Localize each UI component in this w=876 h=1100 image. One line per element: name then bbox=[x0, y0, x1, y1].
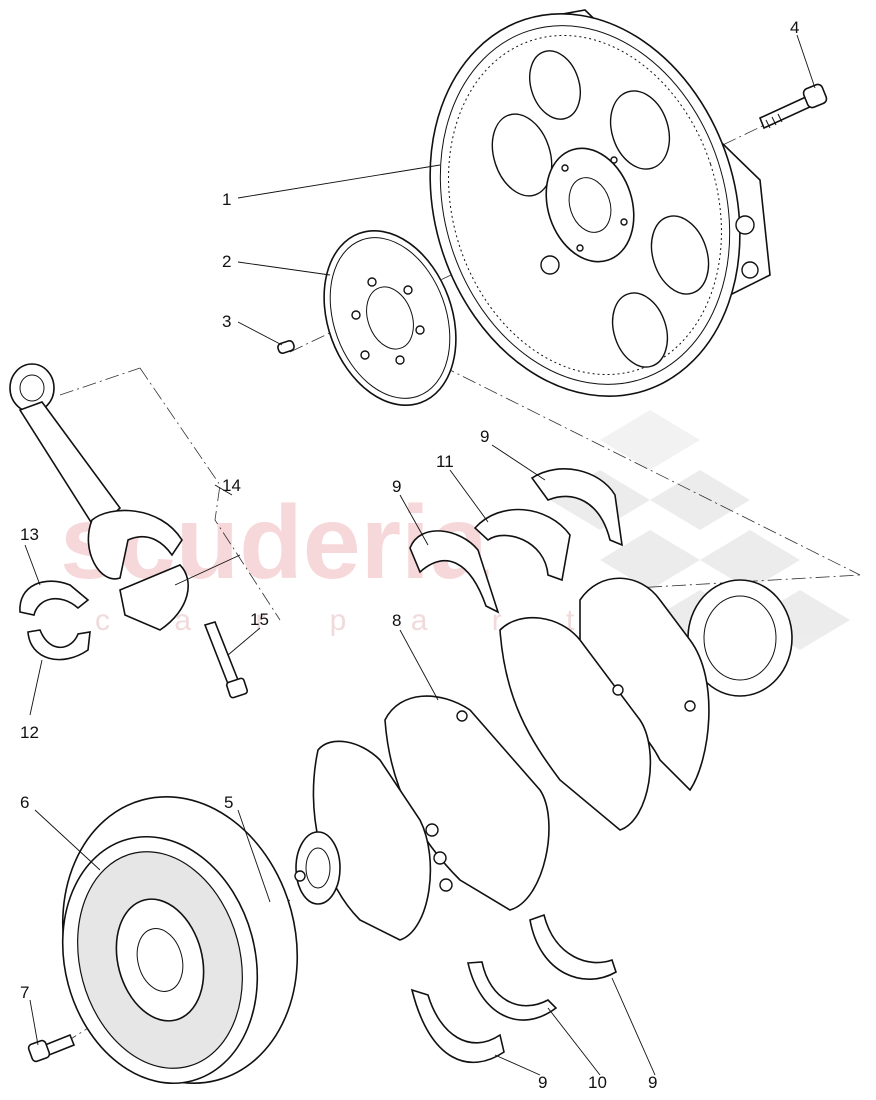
lower-main-bearings bbox=[410, 913, 617, 1064]
callout-3: 3 bbox=[222, 312, 231, 331]
callout-4: 4 bbox=[790, 18, 799, 37]
callout-7: 7 bbox=[20, 983, 29, 1002]
callout-labels: 1 2 3 4 5 6 7 8 9 9 9 9 10 11 12 13 14 1… bbox=[20, 18, 799, 1092]
callout-14: 14 bbox=[222, 476, 241, 495]
callout-6: 6 bbox=[20, 793, 29, 812]
rod-bolt bbox=[203, 621, 249, 699]
callout-9-lower-left: 9 bbox=[538, 1073, 547, 1092]
rod-bearing-shells bbox=[19, 580, 91, 661]
flywheel-bolt bbox=[758, 83, 828, 130]
connecting-rod bbox=[9, 363, 189, 631]
leader-lines bbox=[24, 34, 816, 1076]
watermark-checker bbox=[550, 410, 850, 650]
callout-8: 8 bbox=[392, 611, 401, 630]
dowel-pin bbox=[277, 340, 295, 354]
callout-2: 2 bbox=[222, 252, 231, 271]
damper-bolt bbox=[27, 1033, 76, 1063]
callout-12: 12 bbox=[20, 723, 39, 742]
flywheel bbox=[429, 9, 771, 397]
callout-1: 1 bbox=[222, 190, 231, 209]
callout-15: 15 bbox=[250, 610, 269, 629]
callout-13: 13 bbox=[20, 525, 39, 544]
callout-9-lower-right: 9 bbox=[648, 1073, 657, 1092]
callout-11: 11 bbox=[436, 452, 454, 471]
crankshaft bbox=[294, 577, 793, 941]
callout-9-upper-right: 9 bbox=[480, 427, 489, 446]
reinforcement-plate bbox=[323, 230, 457, 406]
callout-9-upper-left: 9 bbox=[392, 477, 401, 496]
vibration-damper bbox=[61, 796, 299, 1085]
upper-main-bearings bbox=[409, 468, 623, 614]
callout-10: 10 bbox=[588, 1073, 607, 1092]
callout-5: 5 bbox=[224, 793, 233, 812]
